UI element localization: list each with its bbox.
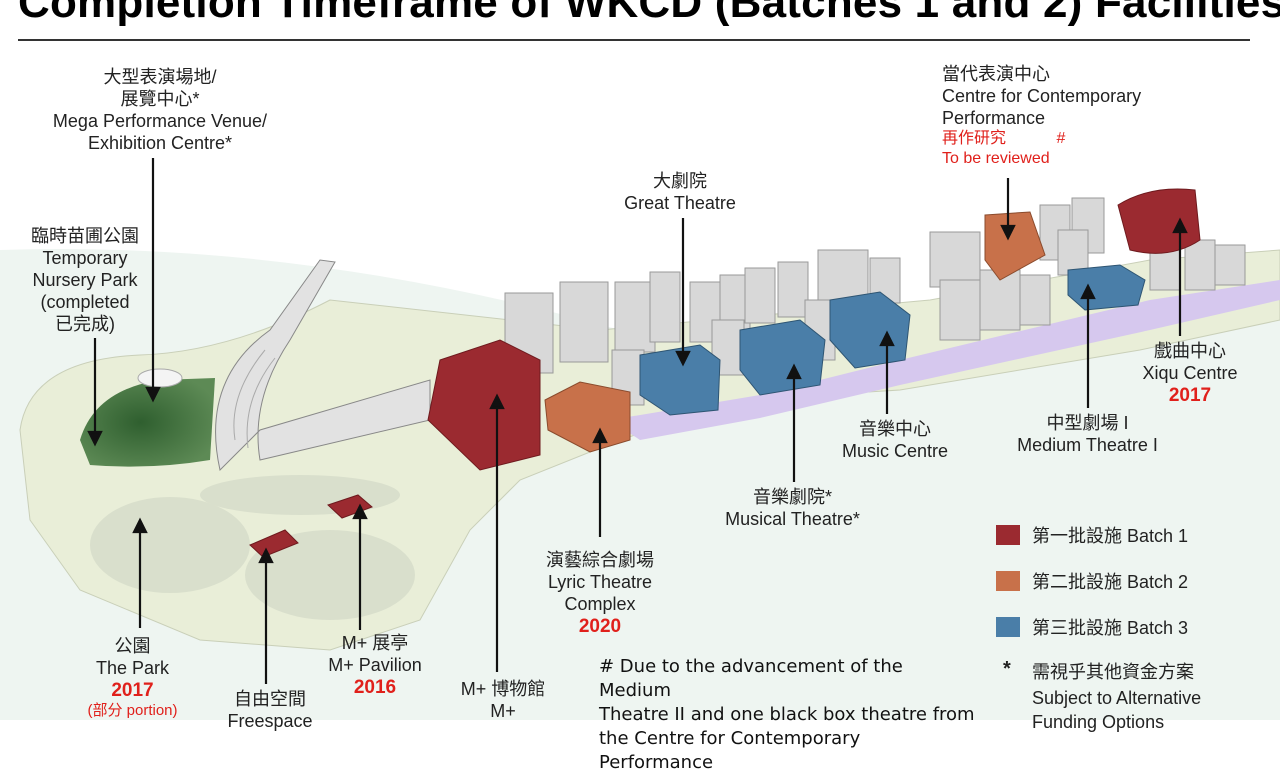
label-musical-theatre: 音樂劇院* Musical Theatre* [710, 486, 875, 530]
nursery-en-3: (completed [40, 292, 130, 312]
pavilion-shape [327, 494, 373, 519]
label-xiqu: 戲曲中心 Xiqu Centre 2017 [1130, 340, 1250, 408]
label-medium-theatre: 中型劇場 I Medium Theatre I [1000, 412, 1175, 456]
park-zh: 公園 [114, 636, 151, 656]
pavilion-en: M+ Pavilion [328, 655, 422, 675]
legend-swatch-batch2 [996, 571, 1020, 591]
legend-label-batch2: 第二批設施 Batch 2 [1032, 572, 1189, 592]
nursery-park-area [80, 378, 215, 467]
label-the-park: 公園 The Park 2017 (部分 portion) [70, 635, 195, 719]
music-centre-shape [829, 291, 911, 369]
lyric-en-2: Complex [564, 594, 636, 614]
xiqu-year: 2017 [1168, 385, 1212, 406]
musical-en: Musical Theatre* [725, 509, 860, 529]
viaduct-ribs [233, 349, 276, 449]
mega-zh-2: 展覽中心* [120, 89, 200, 109]
music-en: Music Centre [841, 441, 949, 461]
district-map [0, 158, 1280, 720]
legend-swatch-batch3 [996, 617, 1020, 637]
park-en: The Park [95, 658, 170, 678]
ccp-hash: # [1056, 130, 1066, 147]
mplus-museum-shape [427, 339, 541, 471]
ccp-en-2: Performance [942, 108, 1046, 128]
nursery-en-1: Temporary [42, 248, 128, 268]
label-music-centre: 音樂中心 Music Centre [825, 418, 965, 462]
ccp-en-1: Centre for Contemporary [942, 86, 1142, 106]
title-underline [18, 39, 1250, 41]
footnote: # Due to the advancement of the Medium T… [599, 655, 979, 775]
ccp-shape [984, 211, 1046, 281]
nursery-zh-2: 已完成) [55, 314, 115, 334]
park-year: 2017 [111, 680, 154, 701]
ccp-review-en: To be reviewed [942, 150, 1050, 167]
legend-label-batch1: 第一批設施 Batch 1 [1032, 526, 1189, 546]
label-lyric-theatre: 演藝綜合劇場 Lyric Theatre Complex 2020 [530, 549, 670, 639]
pavilion-year: 2016 [353, 677, 397, 698]
ccp-review-zh: 再作研究 [942, 130, 1007, 147]
nursery-en-2: Nursery Park [32, 270, 138, 290]
legend-swatch-batch1 [996, 525, 1020, 545]
freespace-shape [249, 529, 299, 558]
legend-label-batch3: 第三批設施 Batch 3 [1032, 618, 1189, 638]
asterisk-en-2: Funding Options [1032, 712, 1165, 732]
mega-zh-1: 大型表演場地/ [103, 67, 217, 87]
label-ccp: 當代表演中心 Centre for Contemporary Performan… [942, 63, 1141, 169]
lyric-theatre-shape [544, 381, 631, 453]
park-lawn-3 [200, 475, 400, 515]
asterisk-en-1: Subject to Alternative [1032, 688, 1202, 708]
label-freespace: 自由空間 Freespace [215, 688, 325, 732]
mega-en-2: Exhibition Centre* [87, 133, 233, 153]
great-en: Great Theatre [624, 193, 736, 213]
footnote-line-1: # Due to the advancement of the Medium [599, 656, 903, 701]
legend-asterisk-note: * 需視乎其他資金方案 Subject to Alternative Fundi… [1003, 658, 1201, 732]
musical-zh: 音樂劇院* [752, 487, 832, 507]
label-mega-venue: 大型表演場地/ 展覽中心* Mega Performance Venue/ Ex… [40, 66, 280, 154]
lyric-zh: 演藝綜合劇場 [546, 550, 654, 570]
ccp-zh: 當代表演中心 [942, 64, 1050, 84]
musical-theatre-shape [739, 319, 826, 396]
freespace-en: Freespace [227, 711, 313, 731]
label-mplus-museum: M+ 博物館 M+ [448, 678, 558, 722]
park-lawn-1 [90, 497, 250, 593]
medium-en: Medium Theatre I [1017, 435, 1158, 455]
footnote-line-3: the Centre for Contemporary Performance [599, 728, 861, 773]
label-great-theatre: 大劇院 Great Theatre [610, 170, 750, 214]
xiqu-zh: 戲曲中心 [1154, 341, 1226, 361]
great-theatre-shape [639, 344, 721, 416]
freespace-zh: 自由空間 [234, 689, 306, 709]
page-title: Completion Timeframe of WKCD (Batches 1 … [18, 0, 1280, 27]
mplus-en: M+ [490, 701, 516, 721]
xiqu-centre-shape [1117, 188, 1201, 254]
great-zh: 大劇院 [653, 171, 707, 191]
xiqu-en: Xiqu Centre [1142, 363, 1238, 383]
park-portion: (部分 portion) [87, 702, 178, 719]
batch2-buildings [544, 211, 1046, 453]
curved-building [215, 259, 431, 471]
nursery-zh: 臨時苗圃公園 [31, 226, 139, 246]
pavilion-zh: M+ 展亭 [341, 633, 409, 653]
park-lawn-2 [245, 530, 415, 620]
mega-venue-dome [137, 368, 183, 388]
label-mplus-pavilion: M+ 展亭 M+ Pavilion 2016 [315, 632, 435, 700]
footnote-line-2: Theatre II and one black box theatre fro… [599, 704, 975, 725]
lyric-year: 2020 [578, 616, 622, 637]
promenade [610, 280, 1280, 440]
asterisk-zh: 需視乎其他資金方案 [1032, 662, 1194, 682]
label-nursery-park: 臨時苗圃公園 Temporary Nursery Park (completed… [10, 225, 160, 335]
mega-en-1: Mega Performance Venue/ [52, 111, 268, 131]
pointer-arrows [87, 158, 1188, 684]
asterisk-symbol: * [1003, 658, 1011, 680]
medium-zh: 中型劇場 I [1046, 413, 1129, 433]
music-zh: 音樂中心 [859, 419, 931, 439]
batch3-buildings [639, 264, 1146, 416]
mplus-zh: M+ 博物館 [460, 679, 546, 699]
lyric-en-1: Lyric Theatre [547, 572, 653, 592]
